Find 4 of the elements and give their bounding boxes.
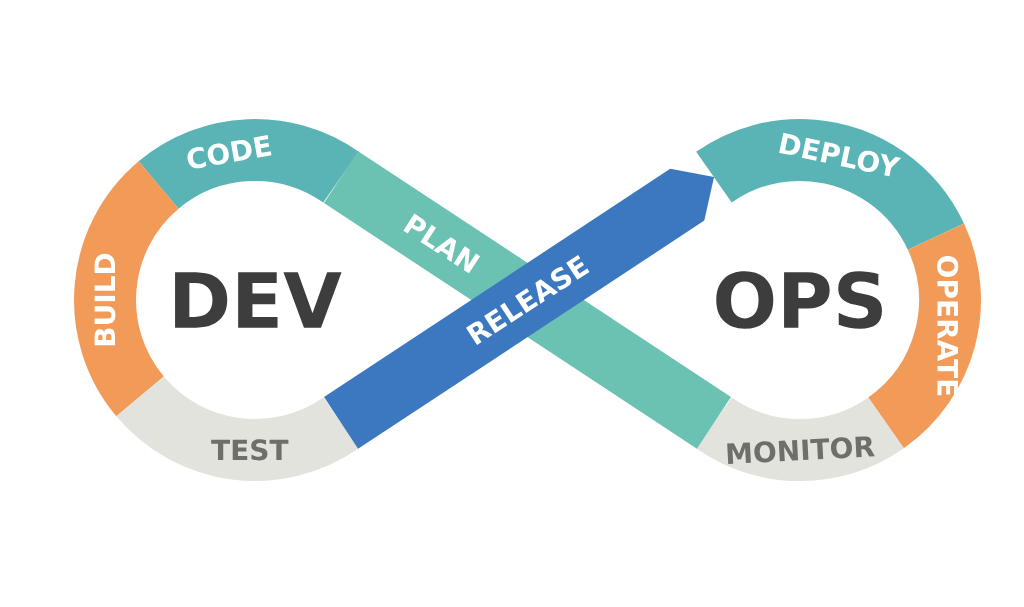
loop-segment: TEST (117, 374, 358, 481)
loop-segment: CODE (140, 119, 358, 210)
loop-segment: MONITOR (697, 396, 903, 481)
loop-segment: DEPLOY (696, 119, 964, 251)
